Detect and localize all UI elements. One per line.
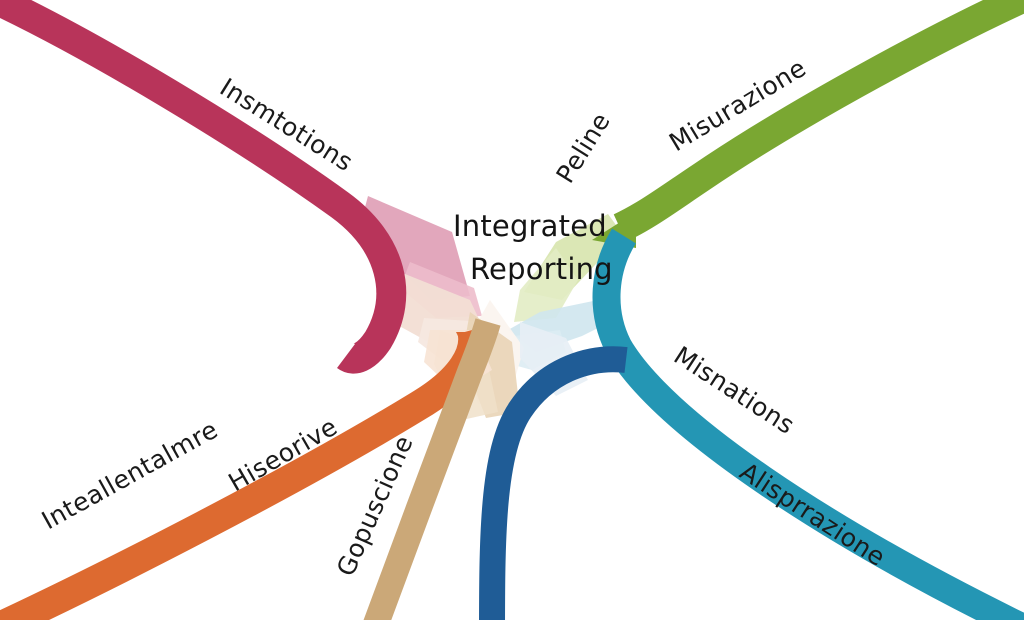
ribbon-gopuscione [363, 318, 501, 620]
pale-wedge-olive-2 [514, 248, 578, 322]
hub-title-line2: Reporting [470, 252, 613, 286]
hub-title-line1: Integrated [453, 209, 607, 243]
ribbon-navy [479, 346, 628, 620]
ribbon-insmtotions [0, 0, 407, 374]
ribbon-misurazione [613, 0, 1024, 242]
ribbon-teal-main [592, 228, 1024, 620]
pale-wedge-crimson [360, 196, 470, 300]
